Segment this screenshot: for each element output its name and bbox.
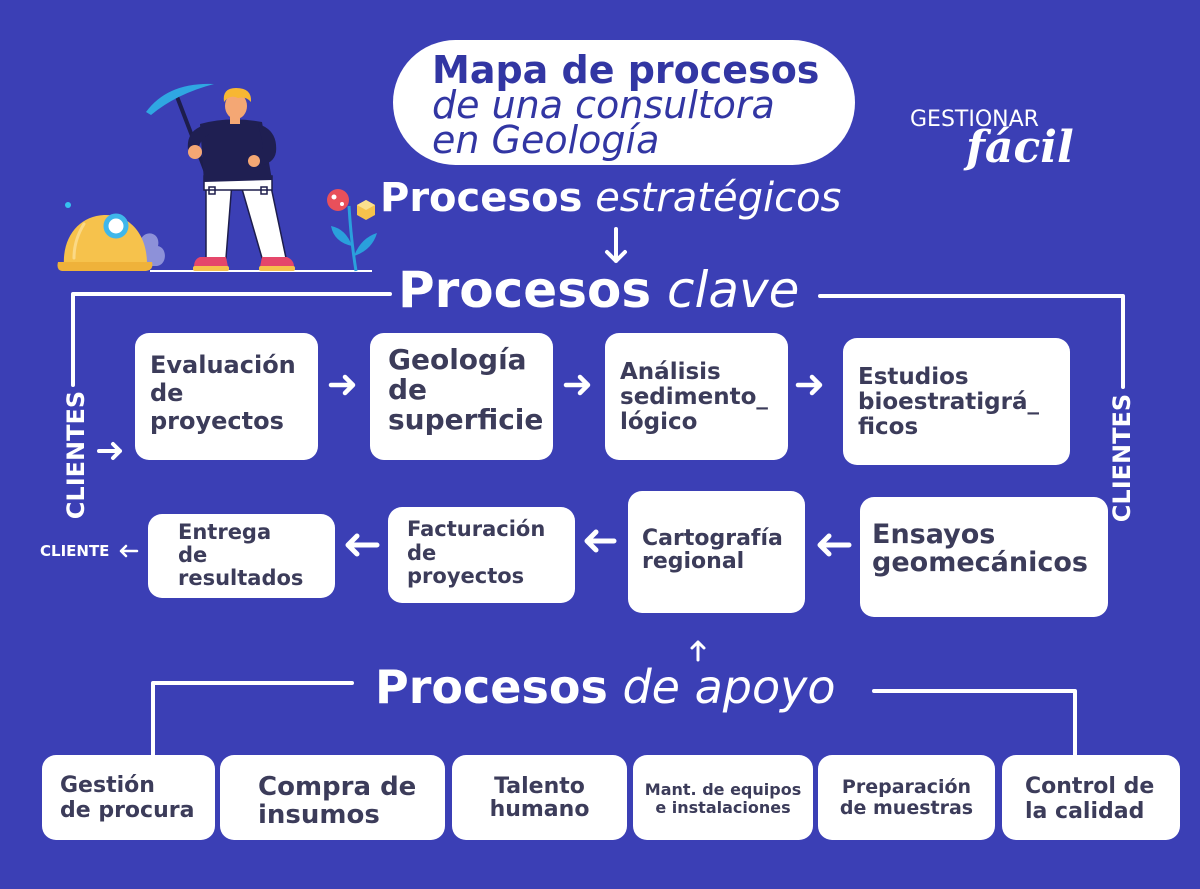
- logo-wordmark: GESTIONAR: [910, 107, 1039, 132]
- clients-right-label: CLIENTES: [1108, 393, 1136, 523]
- box-line: Estudios: [858, 364, 969, 390]
- arrow-down-icon: [605, 227, 627, 263]
- box-line: geomecánicos: [872, 547, 1088, 578]
- arrow-right-icon: [328, 374, 356, 396]
- geologist-figure: [146, 83, 295, 271]
- support-box-compra-insumos: Compra de insumos: [220, 755, 445, 840]
- heading-italic: clave: [666, 261, 800, 319]
- support-left-connector: [151, 681, 354, 757]
- process-box-cartografia: Cartografía regional: [628, 491, 805, 613]
- process-box-ensayos: Ensayos geomecánicos: [860, 497, 1108, 617]
- box-line: bioestratigrá_: [858, 389, 1040, 415]
- heading-bold: Procesos: [375, 660, 608, 714]
- key-processes-heading: Procesos clave: [398, 261, 799, 319]
- box-line: de: [178, 543, 208, 567]
- title-line-2: de una consultora: [432, 83, 775, 127]
- client-output-label: CLIENTE: [40, 542, 110, 560]
- arrow-right-icon: [97, 442, 122, 460]
- box-line: Gestión: [60, 773, 155, 798]
- support-box-talento-humano: Talento humano: [452, 755, 627, 840]
- box-line: ficos: [858, 414, 919, 440]
- title-pill: Mapa de procesos de una consultora en Ge…: [393, 40, 855, 165]
- pickaxe-handle: [174, 92, 209, 177]
- strategic-processes-heading: Procesos estratégicos: [380, 175, 841, 221]
- box-line: de: [150, 379, 184, 407]
- support-right-connector: [872, 689, 1077, 757]
- support-box-control-calidad: Control de la calidad: [1002, 755, 1180, 840]
- box-line: insumos: [258, 800, 380, 830]
- hair: [223, 88, 252, 102]
- process-box-estudios: Estudios bioestratigrá_ ficos: [843, 338, 1070, 465]
- box-line: resultados: [178, 566, 304, 590]
- decor-dot: [65, 202, 71, 208]
- box-line: Entrega: [178, 520, 272, 544]
- support-processes-heading: Procesos de apoyo: [375, 660, 836, 714]
- clients-left-label: CLIENTES: [62, 390, 90, 520]
- box-line: de: [388, 373, 428, 406]
- support-box-mantenimiento: Mant. de equipos e instalaciones: [633, 755, 813, 840]
- box-line: lógico: [620, 409, 698, 435]
- heading-italic: de apoyo: [622, 660, 836, 714]
- box-line: Preparación: [841, 776, 972, 798]
- arrow-up-icon: [690, 640, 706, 662]
- box-line: superficie: [388, 403, 544, 436]
- box-line: humano: [489, 797, 590, 822]
- process-box-evaluacion: Evaluación de proyectos: [135, 333, 318, 460]
- box-line: de: [407, 540, 437, 565]
- box-line: e instalaciones: [655, 798, 791, 817]
- box-line: de muestras: [839, 797, 974, 819]
- arrow-left-icon: [119, 544, 139, 558]
- process-box-facturacion: Facturación de proyectos: [388, 507, 575, 603]
- heading-bold: Procesos: [398, 261, 652, 319]
- box-line: Análisis: [620, 359, 721, 385]
- logo-script: fácil: [966, 122, 1074, 173]
- heading-italic: estratégicos: [595, 175, 842, 221]
- heading-bold: Procesos: [380, 175, 583, 221]
- pickaxe-head: [146, 83, 214, 115]
- box-line: Mant. de equipos: [644, 780, 802, 799]
- cloud-shape: [113, 233, 165, 266]
- box-line: Facturación: [407, 517, 546, 541]
- arrow-left-icon: [817, 533, 852, 557]
- arrow-right-icon: [795, 374, 823, 396]
- mining-helmet-icon: [57, 213, 153, 271]
- box-line: Control de: [1025, 774, 1155, 799]
- box-line: Evaluación: [150, 351, 296, 379]
- box-line: regional: [642, 549, 745, 574]
- box-line: Compra de: [258, 772, 417, 802]
- geologist-illustration: [57, 83, 377, 272]
- process-box-geologia: Geología de superficie: [370, 333, 553, 460]
- title-line-1: Mapa de procesos: [432, 48, 820, 92]
- box-line: proyectos: [150, 407, 284, 435]
- process-box-entrega: Entrega de resultados: [148, 514, 335, 598]
- box-line: de procura: [60, 798, 195, 823]
- arrow-left-icon: [584, 529, 617, 553]
- box-line: Cartografía: [642, 526, 783, 551]
- title-line-3: en Geología: [432, 118, 660, 162]
- flower-icon: [327, 189, 377, 272]
- box-line: Geología: [388, 343, 527, 376]
- process-box-analisis: Análisis sedimento_ lógico: [605, 333, 788, 460]
- support-box-gestion-procura: Gestión de procura: [42, 755, 215, 840]
- box-line: proyectos: [407, 564, 525, 588]
- arrow-left-icon: [345, 533, 380, 557]
- support-box-preparacion-muestras: Preparación de muestras: [818, 755, 995, 840]
- box-line: Talento: [494, 774, 585, 799]
- box-line: Ensayos: [872, 519, 996, 550]
- arrow-right-icon: [563, 374, 591, 396]
- box-line: sedimento_: [620, 384, 768, 410]
- box-line: la calidad: [1025, 799, 1145, 824]
